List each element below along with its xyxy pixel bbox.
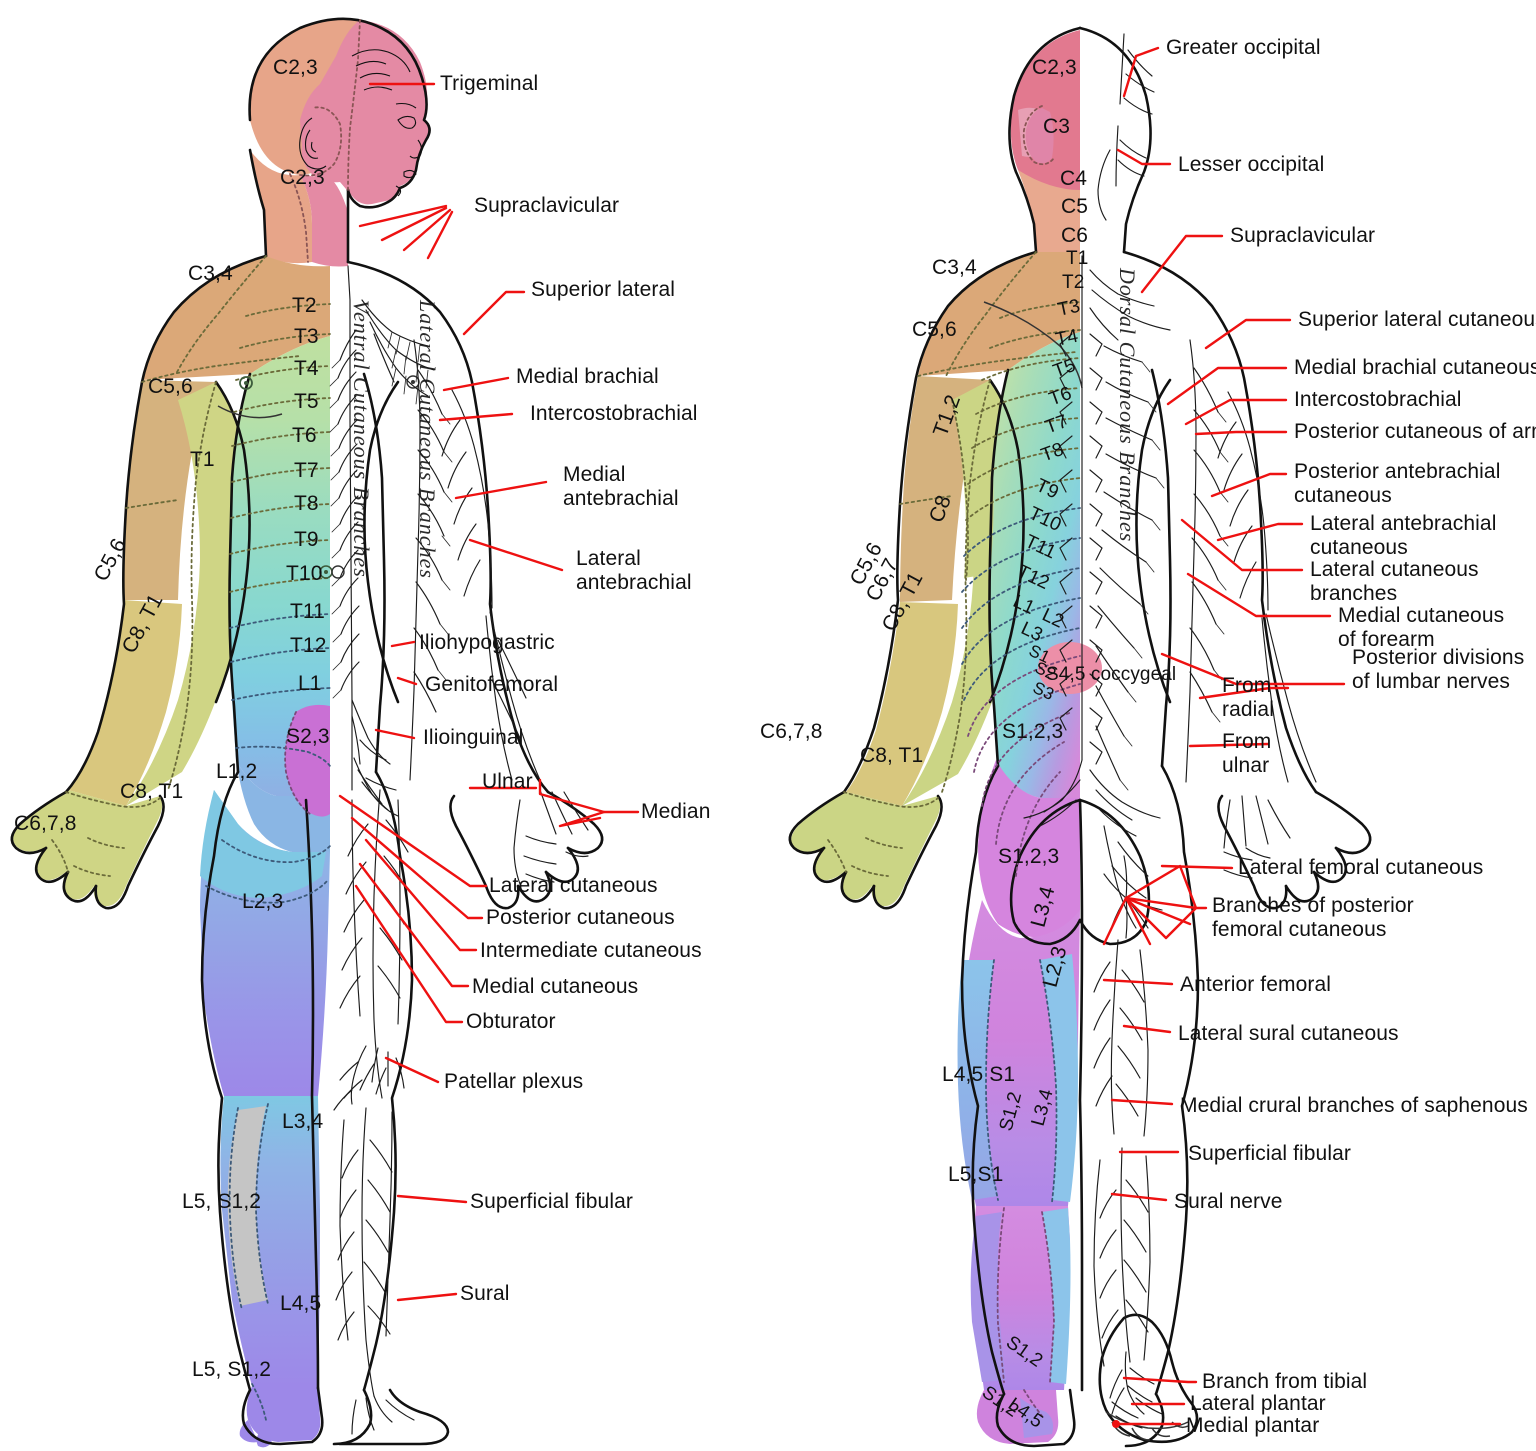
label-trigeminal: Trigeminal: [440, 72, 539, 95]
label-medial-cutaneous: Medial cutaneous: [472, 975, 639, 998]
dermatome-ant-t4: T4: [294, 357, 319, 380]
label-lateral-antebrachial-cutaneous: Lateral antebrachial cutaneous: [1310, 512, 1497, 559]
label-anterior-femoral: Anterior femoral: [1180, 973, 1331, 996]
dermatome-ant-t10: T10: [286, 562, 323, 585]
label-superior-lateral-cutaneous: Superior lateral cutaneous: [1298, 308, 1536, 331]
label-iliohypogastric: Iliohypogastric: [419, 631, 555, 654]
dermatome-ant-t8: T8: [294, 492, 319, 515]
label-obturator: Obturator: [466, 1010, 556, 1033]
label-posterior-cutaneous-arm: Posterior cutaneous of arm: [1294, 420, 1536, 443]
label-lateral-plantar: Lateral plantar: [1190, 1392, 1326, 1415]
label-from-ulnar: From ulnar: [1222, 730, 1272, 777]
dermatome-ant-l23: L2,3: [242, 890, 284, 913]
label-branches-posterior-femoral-cutaneous: Branches of posterior femoral cutaneous: [1212, 894, 1414, 941]
dermatome-post-l5s1: L5,S1: [948, 1163, 1004, 1186]
label-lateral-cutaneous-branches: Lateral cutaneous branches: [1310, 558, 1479, 605]
dermatome-ant-t5: T5: [294, 390, 319, 413]
label-medial-plantar: Medial plantar: [1186, 1414, 1320, 1437]
dermatome-ant-l45: L4,5: [280, 1292, 322, 1315]
label-intermediate-cutaneous: Intermediate cutaneous: [480, 939, 702, 962]
label-medial-antebrachial: Medial antebrachial: [563, 463, 679, 510]
dermatome-ant-c56-arm: C5,6: [148, 375, 193, 398]
label-medial-crural-saphenous: Medial crural branches of saphenous: [1180, 1094, 1528, 1117]
dermatome-ant-t11: T11: [290, 600, 325, 623]
posterior-figure: [788, 26, 1372, 1448]
dermatome-post-s123-glut: S1,2,3: [1002, 720, 1064, 743]
dermatome-ant-c678: C6,7,8: [14, 812, 77, 835]
dermatome-ant-l12: L1,2: [216, 760, 258, 783]
dermatome-post-l45s1: L4,5 S1: [942, 1063, 1016, 1086]
dermatome-ant-s23: S2,3: [286, 725, 330, 748]
label-branch-from-tibial: Branch from tibial: [1202, 1370, 1368, 1393]
dermatome-ant-l5s12-lower: L5, S1,2: [192, 1358, 272, 1381]
label-lateral-antebrachial: Lateral antebrachial: [576, 547, 692, 594]
label-medial-cutaneous-forearm: Medial cutaneous of forearm: [1338, 604, 1505, 651]
posterior-leader-lines: [1102, 46, 1346, 1428]
label-supraclavicular: Supraclavicular: [474, 194, 620, 217]
dermatome-post-c5: C5: [1061, 195, 1089, 218]
label-intercostobrachial: Intercostobrachial: [530, 402, 698, 425]
label-median: Median: [641, 800, 711, 823]
label-ilioinguinal: Ilioinguinal: [423, 726, 524, 749]
dermatome-ant-c8t1-hand: C8, T1: [120, 780, 184, 803]
dermatome-ant-l34: L3,4: [282, 1110, 324, 1133]
dermatome-ant-l5s12-upper: L5, S1,2: [182, 1190, 262, 1213]
label-medial-brachial: Medial brachial: [516, 365, 659, 388]
label-lateral-femoral-cutaneous: Lateral femoral cutaneous: [1238, 856, 1484, 879]
dermatome-ant-t7: T7: [294, 459, 319, 482]
dermatome-post-c56-scapula: C5,6: [912, 318, 957, 341]
dermatome-ant-t3: T3: [294, 325, 319, 348]
dermatome-post-c678-hand: C6,7,8: [760, 720, 823, 743]
label-superficial-fibular-ant: Superficial fibular: [470, 1190, 633, 1213]
label-from-radial: From radial: [1222, 674, 1274, 721]
label-lateral-sural-cutaneous: Lateral sural cutaneous: [1178, 1022, 1399, 1045]
dermatome-post-s45: S4,5 coccygeal: [1046, 664, 1177, 685]
dermatome-post-c23: C2,3: [1032, 56, 1077, 79]
dermatome-post-t4: T4: [1053, 325, 1081, 351]
label-greater-occipital: Greater occipital: [1166, 36, 1321, 59]
dermatome-post-t1: T1: [1066, 248, 1089, 269]
dermatome-ant-t9: T9: [294, 528, 319, 551]
script-caption-lateral-cutaneous-branches: Lateral Cutaneous Branches: [415, 300, 440, 579]
label-posterior-cutaneous: Posterior cutaneous: [486, 906, 675, 929]
label-medial-brachial-cutaneous: Medial brachial cutaneous: [1294, 356, 1536, 379]
script-caption-dorsal-cutaneous-branches: Dorsal Cutaneous Branches: [1115, 268, 1140, 543]
label-genitofemoral: Genitofemoral: [425, 673, 559, 696]
label-patellar-plexus: Patellar plexus: [444, 1070, 584, 1093]
label-lateral-cutaneous: Lateral cutaneous: [489, 874, 658, 897]
label-supraclavicular-post: Supraclavicular: [1230, 224, 1376, 247]
dermatome-post-t2: T2: [1062, 272, 1085, 293]
anterior-leader-lines: [338, 82, 640, 1302]
anterior-figure: [10, 17, 640, 1448]
label-posterior-divisions-lumbar: Posterior divisions of lumbar nerves: [1352, 646, 1525, 693]
dermatome-ant-c23-head: C2,3: [273, 56, 318, 79]
dermatome-ant-c23-neck: C2,3: [280, 166, 325, 189]
label-superior-lateral: Superior lateral: [531, 278, 676, 301]
dermatome-ant-t6: T6: [292, 424, 317, 447]
dermatome-ant-t1: T1: [190, 448, 215, 471]
dermatome-post-t3: T3: [1055, 295, 1083, 321]
dermatome-post-c3: C3: [1043, 115, 1071, 138]
dermatome-ant-l1: L1: [298, 672, 322, 695]
dermatome-post-s123-thigh: S1,2,3: [998, 845, 1060, 868]
label-sural-ant: Sural: [460, 1282, 510, 1305]
label-posterior-antebrachial-cutaneous: Posterior antebrachial cutaneous: [1294, 460, 1501, 507]
label-sural-nerve: Sural nerve: [1174, 1190, 1283, 1213]
label-intercostobrachial-post: Intercostobrachial: [1294, 388, 1462, 411]
dermatome-post-c8t1-hand: C8, T1: [860, 744, 924, 767]
label-superficial-fibular-post: Superficial fibular: [1188, 1142, 1351, 1165]
label-ulnar: Ulnar: [482, 770, 533, 793]
label-lesser-occipital: Lesser occipital: [1178, 153, 1325, 176]
dermatome-post-c6: C6: [1061, 224, 1089, 247]
script-caption-ventral-cutaneous-branches: Ventral Cutaneous Branches: [349, 300, 374, 578]
dermatome-ant-c34: C3,4: [188, 262, 233, 285]
dermatome-post-c4: C4: [1060, 167, 1088, 190]
dermatome-post-c34: C3,4: [932, 256, 977, 279]
dermatome-ant-t12: T12: [290, 634, 327, 657]
dermatome-ant-t2: T2: [292, 294, 317, 317]
